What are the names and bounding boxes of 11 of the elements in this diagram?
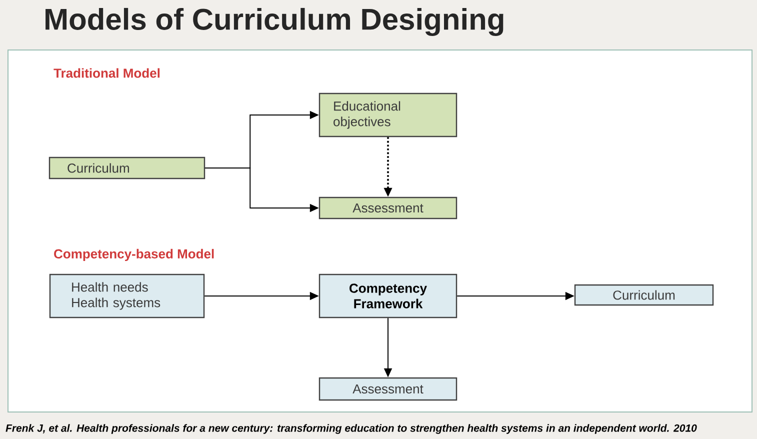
section-heading: Traditional Model (54, 68, 160, 78)
process-box: Health needs Health systems (49, 274, 205, 318)
process-box: Curriculum (48, 156, 206, 180)
process-box: Curriculum (574, 284, 714, 306)
section-heading: Competency-based Model (54, 248, 214, 262)
citation: Frenk J, et al. Health professionals for a new century: transforming education to strengthen health systems in an independent world. 2010 (6, 424, 697, 434)
title: Models of Curriculum Designing (46, 8, 504, 36)
process-box: Assessment (318, 196, 458, 220)
process-box: Assessment (318, 377, 458, 401)
process-box: Educational objectives (318, 92, 458, 138)
process-box: Competency Framework (318, 274, 458, 318)
